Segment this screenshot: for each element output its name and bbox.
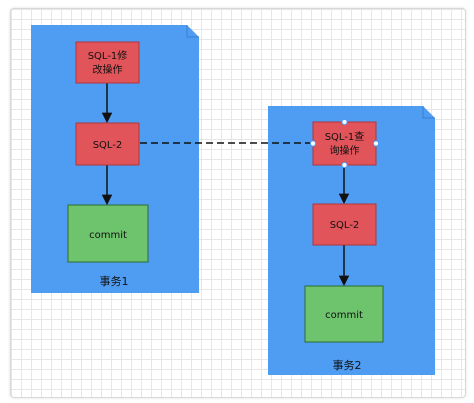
selection-handle-bottom[interactable] bbox=[341, 161, 348, 169]
node-sql1-query-line1: SQL-1查 bbox=[325, 130, 365, 143]
node-sql2-tx2-box bbox=[312, 203, 377, 246]
node-commit-tx2[interactable]: commit bbox=[304, 285, 384, 343]
node-commit-tx2-label: commit bbox=[325, 310, 363, 321]
transaction-1-fold bbox=[186, 25, 199, 38]
node-sql1-modify-line1: SQL-1修 bbox=[88, 49, 128, 62]
node-sql2-tx1-box bbox=[75, 122, 140, 166]
node-sql2-tx2[interactable]: SQL-2 bbox=[312, 203, 377, 246]
node-sql1-modify-box bbox=[75, 41, 140, 84]
node-sql1-query[interactable]: SQL-1查 询操作 bbox=[309, 118, 380, 169]
node-sql1-modify-line2: 改操作 bbox=[93, 63, 123, 76]
selection-handle-left[interactable] bbox=[309, 140, 317, 147]
node-commit-tx1[interactable]: commit bbox=[67, 204, 149, 263]
node-commit-tx1-label: commit bbox=[89, 230, 127, 241]
node-sql2-tx1[interactable]: SQL-2 bbox=[75, 122, 140, 166]
node-sql1-query-line2: 询操作 bbox=[330, 144, 360, 157]
node-commit-tx2-box bbox=[304, 285, 384, 343]
node-sql2-tx2-label: SQL-2 bbox=[330, 220, 360, 231]
transaction-2-label: 事务2 bbox=[333, 359, 362, 372]
transaction-2-fold bbox=[422, 106, 435, 119]
node-sql1-modify[interactable]: SQL-1修 改操作 bbox=[75, 41, 140, 84]
selection-handle-top[interactable] bbox=[341, 118, 348, 126]
diagram-svg: 事务1 事务2 SQL-1修 改操作 SQL-2 commit SQL-1查 询… bbox=[31, 25, 435, 375]
selection-handle-right[interactable] bbox=[372, 140, 380, 147]
diagram-canvas[interactable]: 事务1 事务2 SQL-1修 改操作 SQL-2 commit SQL-1查 询… bbox=[10, 8, 466, 398]
node-sql1-query-box bbox=[312, 121, 377, 166]
node-commit-tx1-box bbox=[67, 204, 149, 263]
transaction-1-label: 事务1 bbox=[100, 275, 129, 288]
node-sql2-tx1-label: SQL-2 bbox=[93, 140, 123, 151]
